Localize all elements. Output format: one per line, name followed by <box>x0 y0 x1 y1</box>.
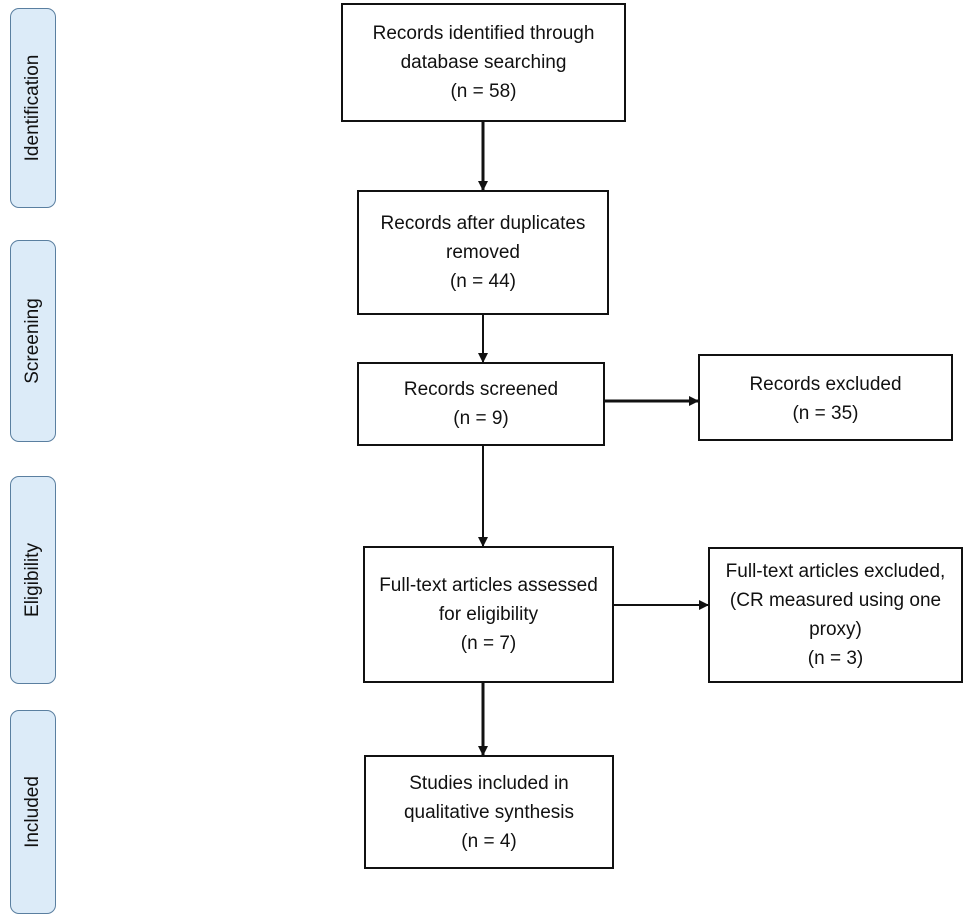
fulltext-excluded-line-1: Full-text articles excluded, <box>725 561 946 582</box>
records-excluded-box: Records excluded (n = 35) <box>698 354 953 441</box>
fulltext-assessed-line-2: for eligibility <box>438 604 539 625</box>
records-identified-line-2: database searching <box>400 52 567 73</box>
studies-included-count: (n = 4) <box>461 830 517 852</box>
fulltext-assessed-box: Full-text articles assessed for eligibil… <box>363 546 614 683</box>
stage-included: Included <box>10 710 56 914</box>
fulltext-excluded-count: (n = 3) <box>807 648 864 669</box>
records-excluded-line-1: Records excluded <box>749 374 902 395</box>
records-deduplicated-count: (n = 44) <box>449 271 516 292</box>
stage-identification: Identification <box>10 8 56 208</box>
stage-screening: Screening <box>10 240 56 442</box>
records-deduplicated-line-1: Records after duplicates <box>380 213 586 234</box>
records-screened-box: Records screened (n = 9) <box>357 362 605 446</box>
records-identified-box: Records identified through database sear… <box>341 3 626 122</box>
records-identified-count: (n = 58) <box>450 81 517 102</box>
fulltext-assessed-count: (n = 7) <box>460 633 517 654</box>
studies-included-line-2: qualitative synthesis <box>403 801 575 823</box>
records-deduplicated-box: Records after duplicates removed (n = 44… <box>357 190 609 315</box>
fulltext-excluded-line-3: proxy) <box>809 619 862 640</box>
stage-eligibility: Eligibility <box>10 476 56 684</box>
records-screened-count: (n = 9) <box>453 408 509 429</box>
studies-included-line-1: Studies included in <box>409 772 569 794</box>
records-identified-line-1: Records identified through <box>372 23 595 44</box>
fulltext-excluded-line-2: (CR measured using one <box>729 590 942 611</box>
records-deduplicated-line-2: removed <box>446 242 520 263</box>
fulltext-assessed-line-1: Full-text articles assessed <box>379 575 598 596</box>
fulltext-excluded-box: Full-text articles excluded, (CR measure… <box>708 547 963 683</box>
records-excluded-count: (n = 35) <box>792 403 859 424</box>
studies-included-box: Studies included in qualitative synthesi… <box>364 755 614 869</box>
records-screened-line-1: Records screened <box>403 379 559 400</box>
